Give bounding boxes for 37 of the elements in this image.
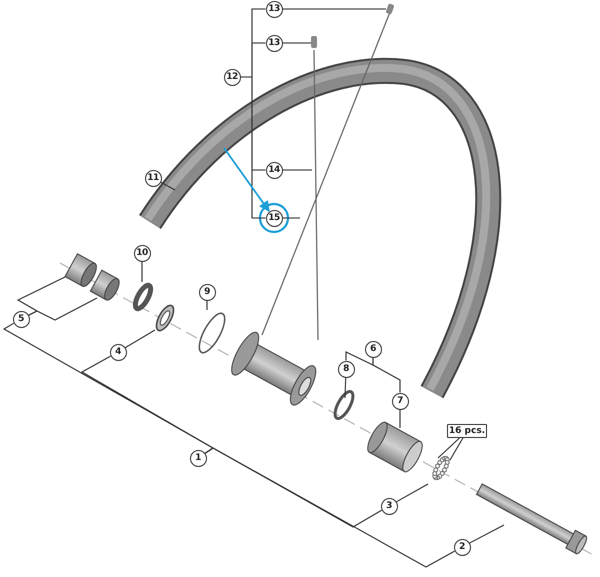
leader-line (282, 217, 300, 219)
leader-line (469, 524, 504, 544)
callout-number: 8 (338, 360, 354, 378)
callout-number: 14 (266, 162, 282, 178)
leader-line (399, 410, 401, 428)
leader-line (204, 447, 455, 568)
callout-number: 10 (134, 244, 150, 262)
leader-line (141, 262, 143, 282)
leader-line (160, 182, 176, 190)
leader-line (345, 351, 374, 366)
leader-line (206, 300, 208, 310)
leader-line (28, 298, 98, 321)
callout-number: 5 (12, 310, 30, 328)
callout-number: 2 (454, 538, 470, 556)
leader-line (125, 330, 156, 348)
leader-line (450, 438, 464, 460)
callout-number: 6 (364, 340, 382, 358)
arrow (223, 147, 270, 212)
leader-line (282, 8, 386, 10)
quantity-label: 16 pcs. (447, 424, 487, 438)
leader-line (282, 42, 311, 44)
leader-line (372, 358, 401, 392)
callout-number: 7 (392, 392, 408, 410)
callout-number: 3 (380, 498, 398, 514)
leader-line (344, 377, 346, 398)
leader-line (438, 438, 460, 458)
callout-number: 15 (266, 210, 282, 226)
callout-number: 1 (190, 450, 206, 466)
leader-line (396, 484, 428, 502)
callout-number: 4 (110, 344, 126, 360)
callout-number: 12 (224, 68, 240, 86)
callout-number: 9 (198, 284, 216, 300)
callout-number: 13 (266, 34, 282, 52)
leader-line (282, 169, 312, 171)
leader-line (240, 76, 266, 219)
callout-number: 11 (144, 170, 162, 186)
callout-number: 13 (266, 0, 282, 18)
